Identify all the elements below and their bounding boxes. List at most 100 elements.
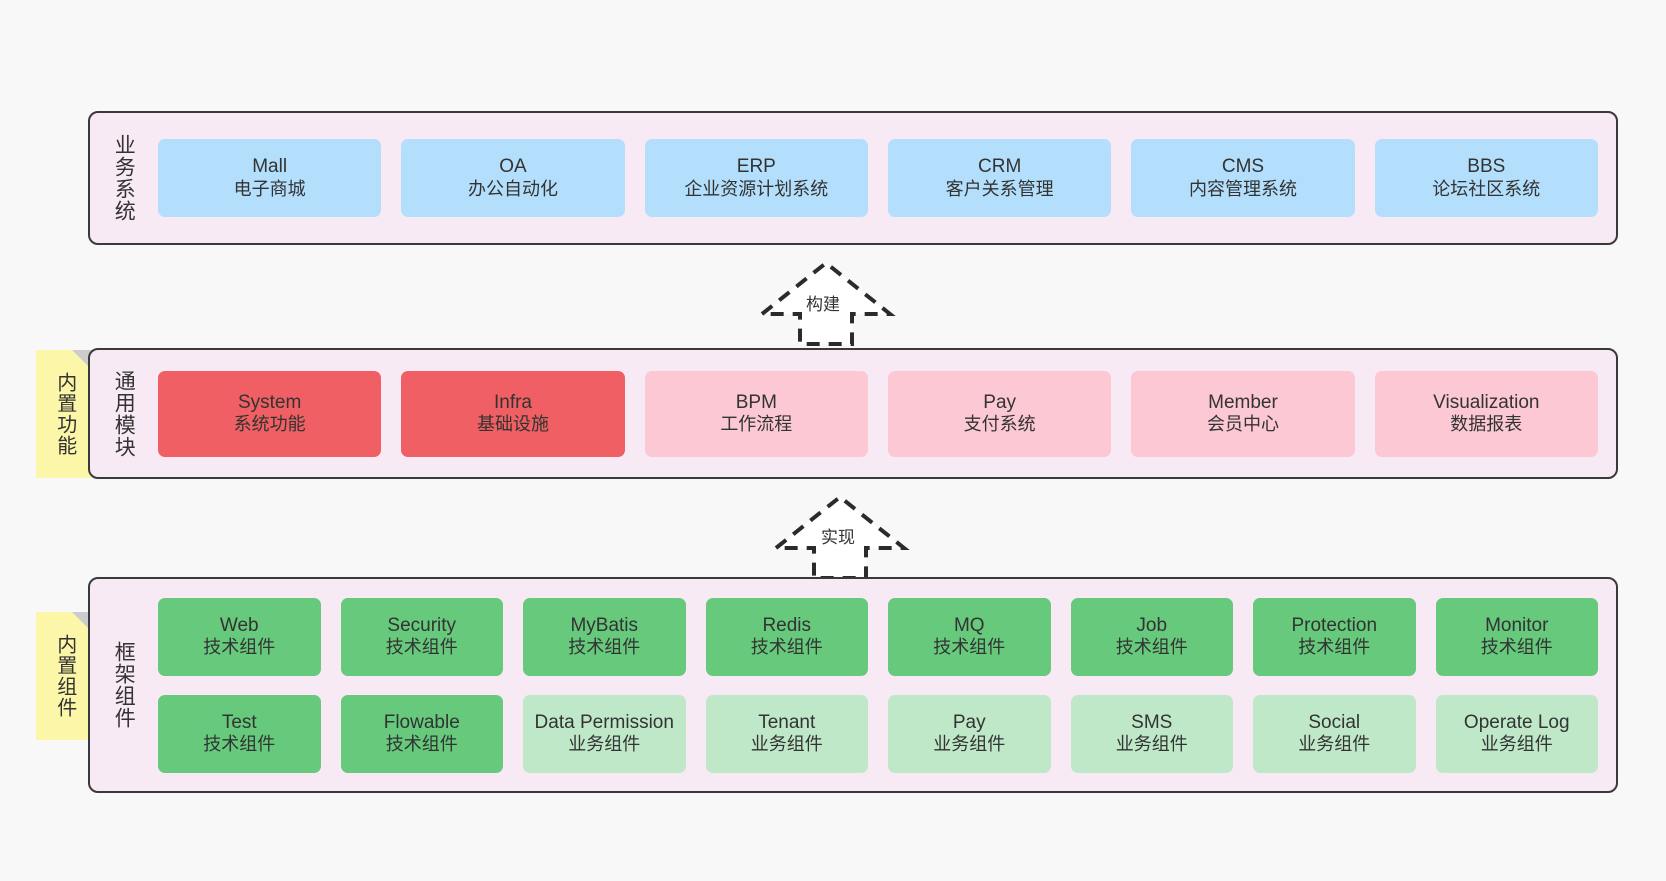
card-title: Monitor [1485,614,1549,636]
card-subtitle: 业务组件 [1298,734,1371,755]
card-subtitle: 技术组件 [750,637,823,658]
card-subtitle: 技术组件 [1115,637,1188,658]
card-title: Visualization [1433,391,1540,413]
card-protection[interactable]: Protection 技术组件 [1253,597,1416,676]
card-title: Mall [252,156,288,178]
arrow-implement-label: 实现 [821,528,855,547]
card-monitor[interactable]: Monitor 技术组件 [1435,597,1598,676]
card-title: Social [1308,711,1361,733]
card-title: Security [387,614,457,636]
layer-business-systems: 业务系统 Mall 电子商城 OA 办公自动化 ERP 企业资源计划系统 CRM… [88,111,1618,245]
arrow-implement-generalization [770,494,910,580]
card-bbs[interactable]: BBS 论坛社区系统 [1374,139,1598,217]
card-security[interactable]: Security 技术组件 [340,597,503,676]
layer-framework-components: 框架组件 Web 技术组件 Security 技术组件 MyBatis 技术组件… [88,577,1618,793]
card-title: System [237,391,302,413]
card-test[interactable]: Test 技术组件 [158,694,321,773]
card-subtitle: 业务组件 [933,734,1006,755]
card-subtitle: 企业资源计划系统 [684,178,829,199]
card-title: Infra [493,391,532,413]
card-subtitle: 基础设施 [476,414,549,435]
card-infra[interactable]: Infra 基础设施 [401,370,625,457]
card-subtitle: 技术组件 [933,637,1006,658]
card-subtitle: 数据报表 [1450,414,1523,435]
card-flowable[interactable]: Flowable 技术组件 [340,694,503,773]
card-title: OA [499,156,527,178]
layer-title: 业务系统 [112,134,136,222]
card-subtitle: 业务组件 [1480,734,1553,755]
card-title: Pay [952,711,986,733]
card-oa[interactable]: OA 办公自动化 [401,139,625,217]
card-title: CRM [978,156,1022,178]
card-redis[interactable]: Redis 技术组件 [705,597,868,676]
card-subtitle: 业务组件 [750,734,823,755]
card-web[interactable]: Web 技术组件 [158,597,321,676]
card-row: System 系统功能 Infra 基础设施 BPM 工作流程 Pay 支付系统… [158,370,1598,457]
note-label: 内置组件 [53,634,76,718]
card-subtitle: 论坛社区系统 [1432,178,1541,199]
card-social[interactable]: Social 业务组件 [1253,694,1416,773]
card-pay-business[interactable]: Pay 业务组件 [888,694,1051,773]
card-subtitle: 技术组件 [203,734,276,755]
card-title: MQ [953,614,985,636]
card-visualization[interactable]: Visualization 数据报表 [1374,370,1598,457]
card-subtitle: 支付系统 [963,414,1036,435]
card-subtitle: 技术组件 [385,734,458,755]
card-title: Operate Log [1463,711,1570,733]
card-title: BBS [1467,156,1506,178]
card-subtitle: 电子商城 [233,178,306,199]
card-job[interactable]: Job 技术组件 [1070,597,1233,676]
layer-title: 通用模块 [112,369,136,458]
card-mq[interactable]: MQ 技术组件 [888,597,1051,676]
card-title: Test [221,711,257,733]
card-erp[interactable]: ERP 企业资源计划系统 [644,139,868,217]
card-subtitle: 技术组件 [1480,637,1553,658]
card-operate-log[interactable]: Operate Log 业务组件 [1435,694,1598,773]
card-subtitle: 系统功能 [233,414,306,435]
card-row: Web 技术组件 Security 技术组件 MyBatis 技术组件 Redi… [158,597,1598,676]
card-title: Protection [1291,614,1378,636]
card-subtitle: 客户关系管理 [945,178,1054,199]
card-data-permission[interactable]: Data Permission 业务组件 [523,694,686,773]
card-crm[interactable]: CRM 客户关系管理 [887,139,1112,217]
card-subtitle: 业务组件 [568,734,641,755]
card-pay[interactable]: Pay 支付系统 [887,370,1112,457]
layer-body: Mall 电子商城 OA 办公自动化 ERP 企业资源计划系统 CRM 客户关系… [148,113,1616,243]
note-builtin-components: 内置组件 [36,612,92,740]
card-title: Redis [762,614,812,636]
card-subtitle: 办公自动化 [467,178,558,199]
card-title: Web [219,614,259,636]
card-cms[interactable]: CMS 内容管理系统 [1131,139,1355,217]
card-mall[interactable]: Mall 电子商城 [158,139,382,217]
card-title: SMS [1131,711,1173,733]
layer-body: Web 技术组件 Security 技术组件 MyBatis 技术组件 Redi… [148,579,1616,791]
card-title: CMS [1221,156,1265,178]
note-builtin-functions: 内置功能 [36,350,92,478]
layer-body: System 系统功能 Infra 基础设施 BPM 工作流程 Pay 支付系统… [148,350,1616,477]
card-subtitle: 技术组件 [1298,637,1371,658]
note-label: 内置功能 [53,372,76,456]
card-bpm[interactable]: BPM 工作流程 [644,370,868,457]
layer-common-modules: 通用模块 System 系统功能 Infra 基础设施 BPM 工作流程 Pay… [88,348,1618,479]
card-subtitle: 业务组件 [1115,734,1188,755]
card-subtitle: 会员中心 [1206,414,1279,435]
card-subtitle: 技术组件 [568,637,641,658]
card-title: Data Permission [534,711,674,733]
card-mybatis[interactable]: MyBatis 技术组件 [523,597,686,676]
layer-title: 框架组件 [112,641,136,729]
card-row: Mall 电子商城 OA 办公自动化 ERP 企业资源计划系统 CRM 客户关系… [158,139,1598,217]
card-member[interactable]: Member 会员中心 [1131,370,1355,457]
card-title: Flowable [383,711,460,733]
card-title: MyBatis [570,614,639,636]
card-title: Tenant [758,711,816,733]
arrow-build-label: 构建 [806,295,840,314]
card-subtitle: 内容管理系统 [1188,178,1297,199]
card-sms[interactable]: SMS 业务组件 [1070,694,1233,773]
card-subtitle: 技术组件 [203,637,276,658]
card-subtitle: 技术组件 [385,637,458,658]
card-tenant[interactable]: Tenant 业务组件 [705,694,868,773]
card-title: ERP [736,156,776,178]
card-title: Job [1136,614,1168,636]
card-system[interactable]: System 系统功能 [158,370,382,457]
